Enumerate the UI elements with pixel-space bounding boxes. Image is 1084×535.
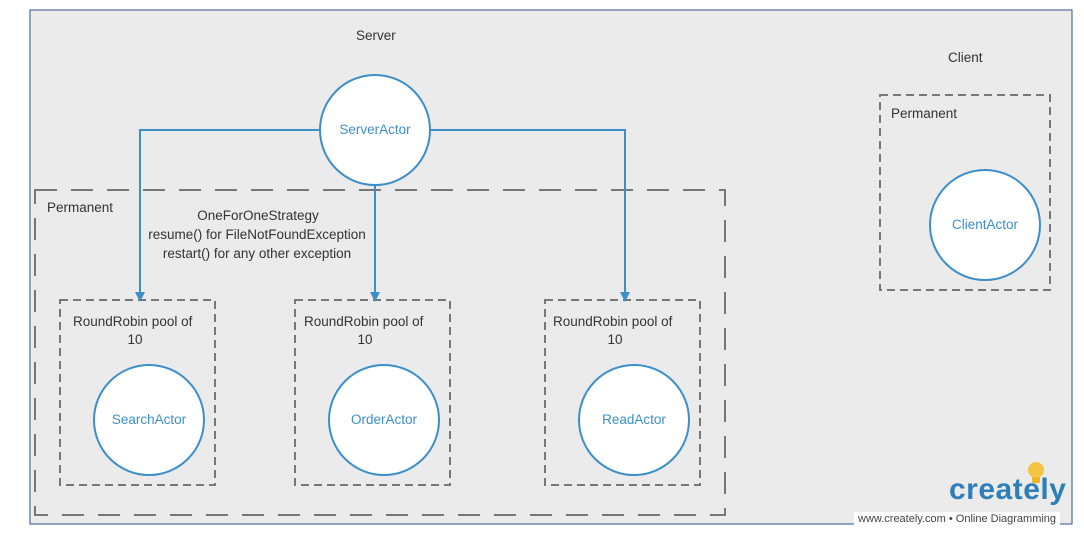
connector-to-search — [135, 129, 320, 302]
client-permanent-group — [879, 94, 1051, 291]
creately-wordmark: creately — [949, 473, 1067, 506]
pool-label-read: RoundRobin pool of — [553, 314, 673, 329]
client-actor-label: ClientActor — [951, 217, 1019, 232]
client-permanent-label: Permanent — [891, 106, 958, 121]
order-actor-node[interactable] — [328, 364, 440, 476]
server-actor-node[interactable] — [319, 74, 431, 186]
read-actor-label: ReadActor — [602, 412, 666, 427]
client-actor-node[interactable] — [929, 169, 1041, 281]
pool-size-search: 10 — [127, 332, 143, 347]
read-actor-node[interactable] — [578, 364, 690, 476]
server-permanent-label: Permanent — [47, 200, 114, 215]
server-title: Server — [356, 28, 396, 43]
pool-size-read: 10 — [607, 332, 623, 347]
creately-logo: creately www.creately.com • Online Diagr… — [846, 460, 1082, 530]
pool-label-search: RoundRobin pool of — [73, 314, 193, 329]
pool-box-read — [544, 299, 701, 486]
server-actor-label: ServerActor — [339, 122, 411, 137]
strategy-line-3: restart() for any other exception — [162, 246, 352, 261]
search-actor-node[interactable] — [93, 364, 205, 476]
pool-size-order: 10 — [357, 332, 373, 347]
search-actor-label: SearchActor — [111, 412, 187, 427]
pool-label-order: RoundRobin pool of — [304, 314, 424, 329]
strategy-line-1: OneForOneStrategy — [197, 208, 319, 223]
pool-box-order — [294, 299, 451, 486]
lightbulb-icon — [1028, 462, 1044, 483]
pool-box-search — [59, 299, 216, 486]
client-title: Client — [948, 50, 983, 65]
order-actor-label: OrderActor — [350, 412, 418, 427]
connector-to-read — [430, 129, 630, 302]
creately-tagline: www.creately.com • Online Diagramming — [854, 512, 1061, 526]
strategy-line-2: resume() for FileNotFoundException — [148, 227, 366, 242]
server-permanent-group — [34, 189, 726, 516]
